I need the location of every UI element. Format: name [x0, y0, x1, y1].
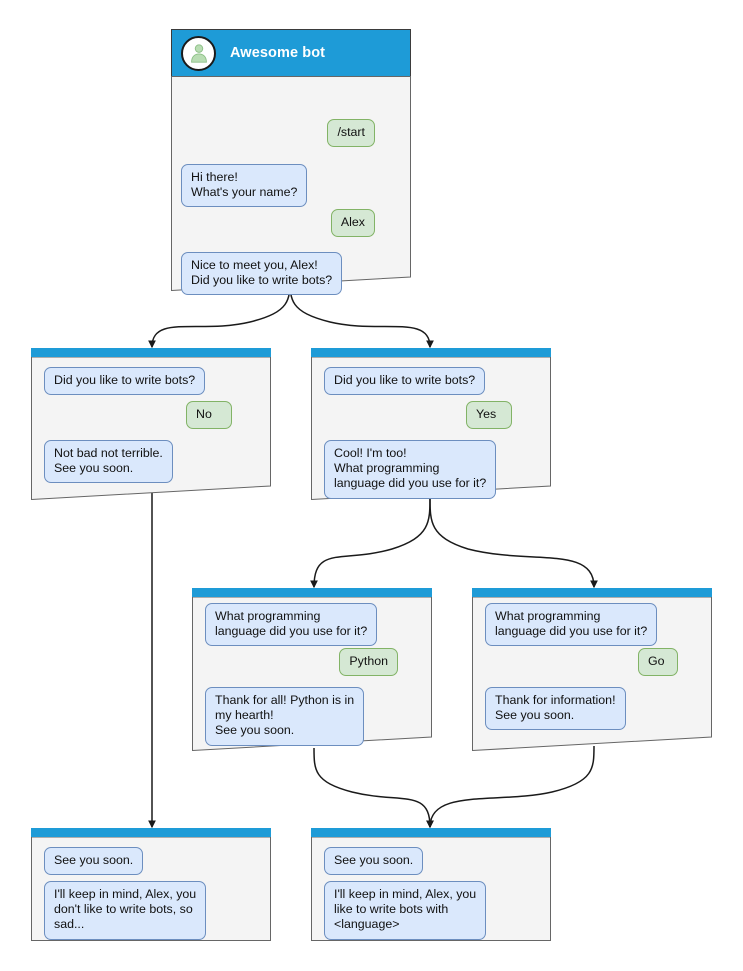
- message-bubble: What programming language did you use fo…: [205, 603, 378, 647]
- message-bubble: Did you like to write bots?: [44, 367, 206, 396]
- node-python-branch-screen[interactable]: What programming language did you use fo…: [192, 588, 432, 751]
- chat-body: See you soon. I'll keep in mind, Alex, y…: [311, 837, 551, 941]
- message-bubble: What programming language did you use fo…: [485, 603, 658, 647]
- chat-body: Did you like to write bots? Yes Cool! I'…: [311, 357, 551, 500]
- message-bubble: See you soon.: [44, 847, 144, 876]
- message-bubble: I'll keep in mind, Alex, you don't like …: [44, 881, 207, 940]
- message-bubble: Yes: [466, 401, 512, 430]
- node-end-sad-screen[interactable]: See you soon. I'll keep in mind, Alex, y…: [31, 828, 271, 941]
- message-bubble: Did you like to write bots?: [324, 367, 486, 396]
- message-bubble: Python: [339, 648, 398, 677]
- node-header-bar: [311, 828, 551, 837]
- node-yes-branch-screen[interactable]: Did you like to write bots? Yes Cool! I'…: [311, 348, 551, 500]
- message-bubble: No: [186, 401, 232, 430]
- edge-yes-to-python: [310, 496, 431, 589]
- node-header-bar: [472, 588, 712, 597]
- node-end-happy-screen[interactable]: See you soon. I'll keep in mind, Alex, y…: [311, 828, 551, 941]
- node-go-branch-screen[interactable]: What programming language did you use fo…: [472, 588, 712, 751]
- bot-name-label: Awesome bot: [230, 45, 326, 61]
- message-bubble: Nice to meet you, Alex! Did you like to …: [181, 252, 343, 296]
- chat-body: What programming language did you use fo…: [192, 597, 432, 751]
- node-header-bar: [31, 828, 271, 837]
- node-header-bar: [192, 588, 432, 597]
- message-bubble: Cool! I'm too! What programming language…: [324, 440, 497, 499]
- message-bubble: Not bad not terrible. See you soon.: [44, 440, 173, 484]
- chat-body: See you soon. I'll keep in mind, Alex, y…: [31, 837, 271, 941]
- chat-body: /start Hi there! What's your name? Alex …: [171, 76, 411, 296]
- chat-body: What programming language did you use fo…: [472, 597, 712, 751]
- message-bubble: Hi there! What's your name?: [181, 164, 308, 208]
- edge-go-to-end-happy: [426, 745, 595, 829]
- person-avatar-icon: [181, 35, 216, 71]
- message-bubble: Thank for all! Python is in my hearth! S…: [205, 687, 365, 746]
- edge-yes-to-go: [429, 496, 598, 589]
- message-bubble: /start: [327, 119, 375, 148]
- node-no-branch-screen[interactable]: Did you like to write bots? No Not bad n…: [31, 348, 271, 500]
- node-header-bar: [311, 348, 551, 357]
- bot-header-bar: Awesome bot: [171, 29, 411, 76]
- node-start-screen[interactable]: Awesome bot /start Hi there! What's your…: [171, 29, 411, 296]
- message-bubble: Thank for information! See you soon.: [485, 687, 626, 731]
- message-bubble: Go: [638, 648, 678, 677]
- message-bubble: I'll keep in mind, Alex, you like to wri…: [324, 881, 487, 940]
- edge-python-to-end-happy: [313, 747, 434, 829]
- node-header-bar: [31, 348, 271, 357]
- message-bubble: See you soon.: [324, 847, 424, 876]
- chat-body: Did you like to write bots? No Not bad n…: [31, 357, 271, 500]
- message-bubble: Alex: [330, 209, 375, 238]
